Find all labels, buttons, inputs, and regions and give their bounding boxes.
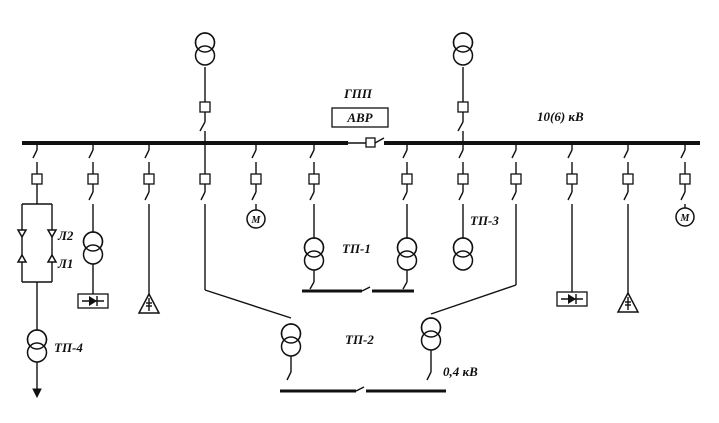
l1-label: Л1	[57, 256, 73, 271]
rectifier-icon-right	[556, 291, 588, 307]
feeder-rectifier-right	[556, 184, 588, 307]
feeder-tp2-right-switch	[510, 143, 522, 185]
substation-tp1	[302, 184, 418, 293]
gpp-label: ГПП	[343, 86, 373, 101]
bus-section-coupler	[348, 137, 385, 148]
l2-label: Л2	[57, 228, 74, 243]
voltage-hv-label: 10(6) кВ	[537, 109, 584, 124]
motor-left-label: М	[251, 215, 262, 226]
capacitor-bank-icon-right	[616, 291, 640, 313]
feeder-motor-left: М	[246, 184, 266, 229]
rectifier-icon-left	[77, 293, 109, 309]
incoming-feeder-right	[452, 32, 474, 143]
feeder-tp2-left-switch	[199, 143, 211, 201]
avr-box: АВР	[331, 107, 389, 128]
feeder-rectifier-right-switch	[566, 143, 578, 185]
feeder-tp4	[16, 184, 58, 399]
tp1-label: ТП-1	[342, 241, 371, 256]
feeder-tp4-switch	[31, 143, 43, 185]
tp2-label: ТП-2	[345, 332, 374, 347]
feeder-motor-right-switch	[679, 143, 691, 185]
feeder-tp1-left-switch	[308, 143, 320, 185]
feeder-tp1-right-switch	[401, 143, 413, 185]
feeder-capacitor-right	[616, 184, 640, 313]
feeder-motor-left-switch	[250, 143, 262, 185]
tp4-label: ТП-4	[54, 340, 83, 355]
feeder-capacitor-left	[137, 184, 161, 314]
substation-tp2	[204, 184, 517, 393]
feeder-tp3-switch	[457, 143, 469, 185]
feeder-capacitor-left-switch	[143, 143, 155, 185]
line-l1-marks	[16, 253, 58, 263]
voltage-lv-label: 0,4 кВ	[443, 364, 478, 379]
tp3-label: ТП-3	[470, 213, 499, 228]
feeder-motor-right: М	[675, 184, 695, 227]
motor-right-label: М	[680, 213, 691, 224]
feeder-rectifier-left-switch	[87, 143, 99, 185]
incoming-feeder-left	[194, 32, 216, 143]
outgoing-feeder-switches	[31, 143, 691, 201]
substation-tp3	[452, 184, 474, 271]
avr-label: АВР	[346, 110, 373, 125]
capacitor-bank-icon-left	[137, 292, 161, 314]
feeder-rectifier-left	[77, 184, 109, 309]
line-l2-marks	[16, 229, 58, 239]
feeder-capacitor-right-switch	[622, 143, 634, 185]
